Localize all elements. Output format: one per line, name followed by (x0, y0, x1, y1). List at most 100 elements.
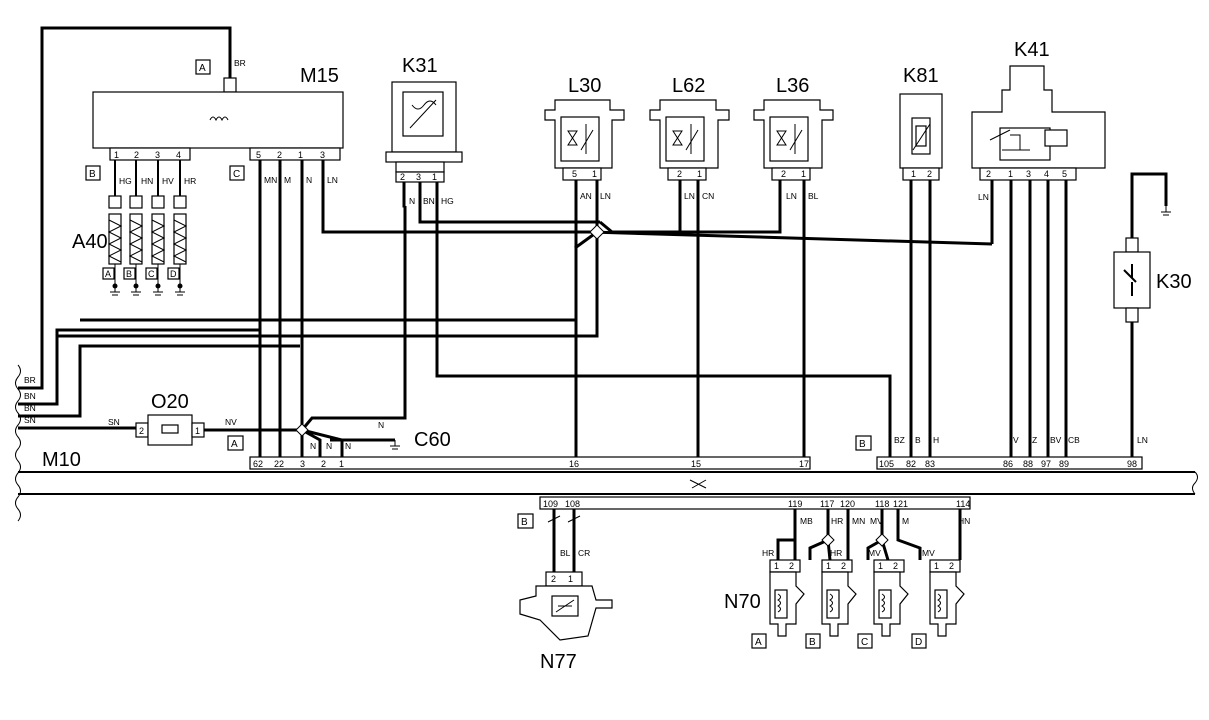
svg-text:2: 2 (277, 150, 282, 160)
svg-text:HV: HV (162, 176, 174, 186)
svg-text:118: 118 (875, 499, 889, 509)
k30-label: K30 (1156, 271, 1192, 293)
svg-text:M: M (902, 516, 909, 526)
coil-b: B (123, 195, 144, 296)
coil-c: C (145, 195, 166, 296)
svg-text:MB: MB (800, 516, 813, 526)
k30-component: K30 (1113, 172, 1192, 457)
svg-text:MV: MV (868, 548, 881, 558)
svg-text:2: 2 (781, 169, 786, 179)
svg-text:C: C (148, 269, 155, 279)
k31-label: K31 (402, 55, 438, 77)
svg-text:N: N (306, 175, 312, 185)
m10-connector-b: B 105 82 83 86 88 97 89 98 BZ B H V Z BV… (855, 435, 1148, 470)
m10-pin: 86 (1003, 459, 1013, 469)
svg-text:BN: BN (24, 391, 36, 401)
svg-text:A: A (199, 63, 206, 74)
svg-text:BV: BV (1050, 435, 1062, 445)
svg-text:N: N (378, 420, 384, 430)
svg-text:H: H (933, 435, 939, 445)
svg-text:1: 1 (592, 169, 597, 179)
coil-d: D (167, 195, 188, 296)
svg-text:MN: MN (264, 175, 277, 185)
svg-text:HR: HR (762, 548, 774, 558)
coil-icon (209, 116, 229, 122)
svg-text:HR: HR (831, 516, 843, 526)
svg-text:5: 5 (256, 150, 261, 160)
svg-text:CN: CN (702, 191, 714, 201)
l36-label: L36 (776, 75, 809, 97)
svg-text:BL: BL (808, 191, 819, 201)
m10-pin: 17 (799, 459, 809, 469)
svg-text:B: B (859, 439, 866, 450)
o20-label: O20 (151, 391, 189, 413)
svg-text:1: 1 (195, 426, 200, 436)
harness-bundle: M10 (15, 364, 1198, 522)
svg-text:N: N (326, 441, 332, 451)
l62-label: L62 (672, 75, 705, 97)
svg-text:2: 2 (400, 172, 405, 182)
svg-text:HR: HR (830, 548, 842, 558)
o20-component: O20 2 1 SN NV (108, 391, 302, 446)
svg-text:1: 1 (298, 150, 303, 160)
l30-label: L30 (568, 75, 601, 97)
svg-text:D: D (170, 269, 177, 279)
m10-label: M10 (42, 449, 81, 471)
svg-text:LN: LN (978, 192, 989, 202)
svg-text:MN: MN (852, 516, 865, 526)
svg-text:D: D (915, 637, 922, 648)
svg-text:AN: AN (580, 191, 592, 201)
svg-text:Z: Z (1032, 435, 1037, 445)
svg-text:1: 1 (878, 561, 883, 571)
svg-text:2: 2 (139, 426, 144, 436)
m15-label: M15 (300, 65, 339, 87)
a40-coils: A40 HG HN HV HR A B (72, 160, 196, 296)
svg-text:B: B (126, 269, 132, 279)
svg-text:3: 3 (320, 150, 325, 160)
svg-text:114: 114 (956, 499, 970, 509)
svg-text:1: 1 (1008, 169, 1013, 179)
svg-text:B: B (521, 517, 528, 528)
m10-pin: 83 (925, 459, 935, 469)
svg-text:N: N (345, 441, 351, 451)
svg-text:B: B (809, 637, 816, 648)
k41-label: K41 (1014, 39, 1050, 61)
m10-pin: 89 (1059, 459, 1069, 469)
svg-text:BN: BN (423, 196, 435, 206)
svg-text:CB: CB (1068, 435, 1080, 445)
svg-text:109: 109 (543, 499, 558, 509)
k31-component: K31 2 3 1 N BN HG (385, 55, 892, 457)
svg-text:2: 2 (551, 574, 556, 584)
k41-component: K41 2 1 3 4 5 LN (971, 39, 1106, 457)
injector-d: 1 2 D (911, 559, 965, 649)
svg-text:2: 2 (927, 169, 932, 179)
m10-pin: 22 (274, 459, 284, 469)
cross-splice (57, 180, 993, 338)
svg-text:SN: SN (24, 415, 36, 425)
svg-text:MV: MV (870, 516, 883, 526)
svg-text:1: 1 (697, 169, 702, 179)
injector-b: 1 2 B (805, 559, 857, 649)
svg-text:CR: CR (578, 548, 590, 558)
svg-text:2: 2 (789, 561, 794, 571)
m10-connector-lower: B 109 108 119 117 120 118 121 114 (517, 496, 971, 529)
svg-text:M: M (284, 175, 291, 185)
svg-text:BL: BL (560, 548, 571, 558)
m10-pin: 88 (1023, 459, 1033, 469)
svg-text:2: 2 (949, 561, 954, 571)
k81-component: K81 1 2 (899, 65, 943, 457)
n70-label: N70 (724, 591, 761, 613)
a40-label: A40 (72, 231, 108, 253)
m10-pin: 62 (253, 459, 263, 469)
svg-text:1: 1 (432, 172, 437, 182)
injector-c: 1 2 C (857, 559, 909, 649)
injector-a: 1 2 A (751, 559, 805, 649)
svg-text:HN: HN (141, 176, 153, 186)
svg-text:C: C (233, 169, 240, 180)
m10-connector-a: A 62 22 3 2 1 16 15 17 (227, 435, 811, 470)
svg-text:117: 117 (820, 499, 834, 509)
svg-text:HG: HG (119, 176, 132, 186)
svg-text:4: 4 (1044, 169, 1049, 179)
svg-text:2: 2 (986, 169, 991, 179)
